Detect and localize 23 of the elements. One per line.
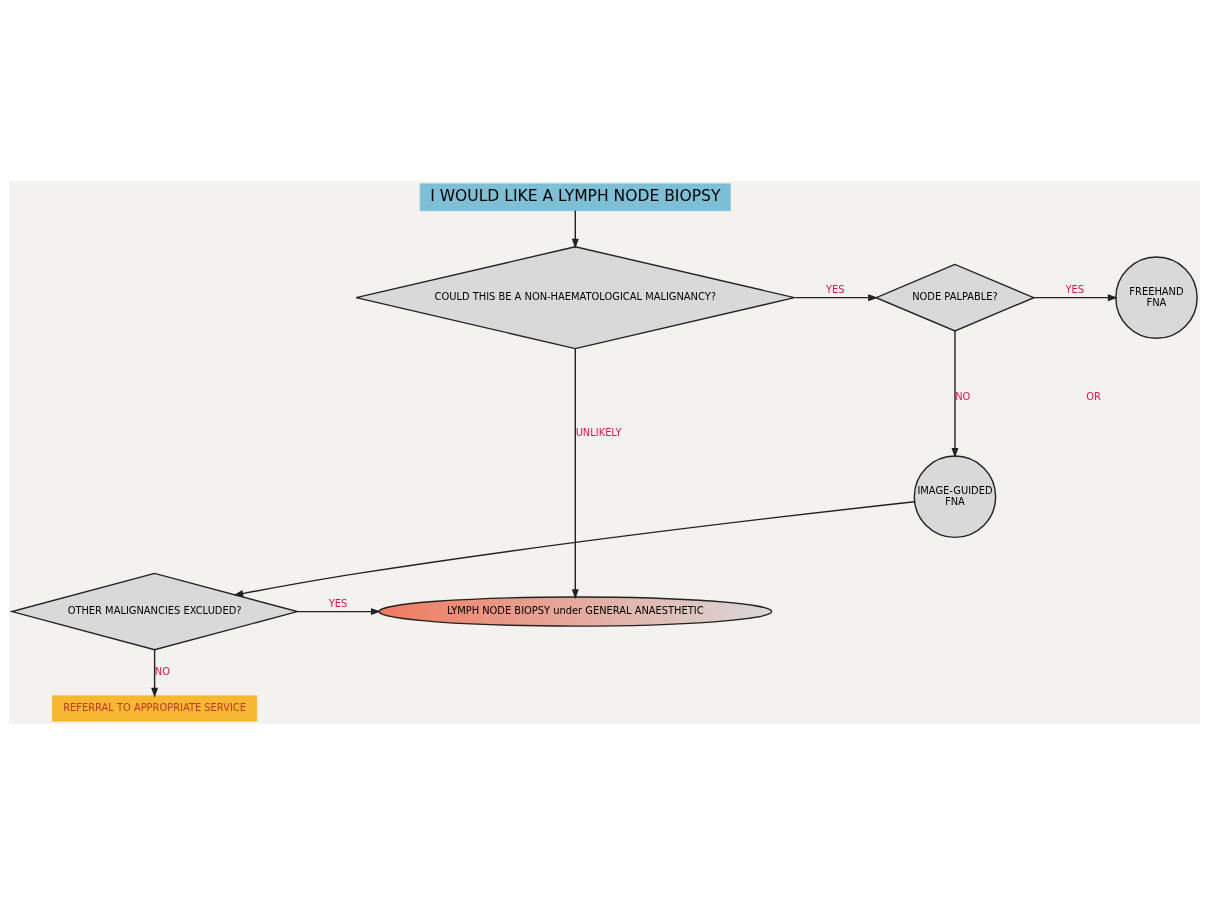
edge-label: YES [1065, 283, 1085, 295]
arrow [233, 500, 916, 597]
edge-label: UNLIKELY [575, 426, 622, 438]
label: OR [1086, 390, 1101, 402]
arrow [1033, 293, 1118, 301]
node-diamond: OTHER MALIGNANCIES EXCLUDED? [9, 572, 300, 650]
arrow [571, 347, 579, 599]
node-diamond: NODE PALPABLE? [874, 263, 1036, 332]
node-box: I WOULD LIKE A LYMPH NODE BIOPSY [419, 182, 731, 211]
arrow [951, 329, 959, 458]
arrow [793, 293, 879, 301]
arrow [296, 607, 381, 615]
edge-label: NO [154, 665, 170, 677]
node-circle: IMAGE-GUIDED FNA [913, 454, 997, 538]
arrow [151, 648, 159, 698]
node-diamond: COULD THIS BE A NON-HAEMATOLOGICAL MALIGNANCY? [355, 245, 796, 349]
node-ellipse: LYMPH NODE BIOPSY under GENERAL ANAESTHETIC [378, 595, 773, 627]
arrow [571, 209, 579, 249]
edge-label: NO [955, 390, 971, 402]
edge-label: YES [328, 597, 348, 609]
node-box: REFERRAL TO APPROPRIATE SERVICE [52, 694, 258, 722]
edge-label: YES [825, 283, 845, 295]
node-circle: FREEHAND FNA [1115, 255, 1198, 339]
